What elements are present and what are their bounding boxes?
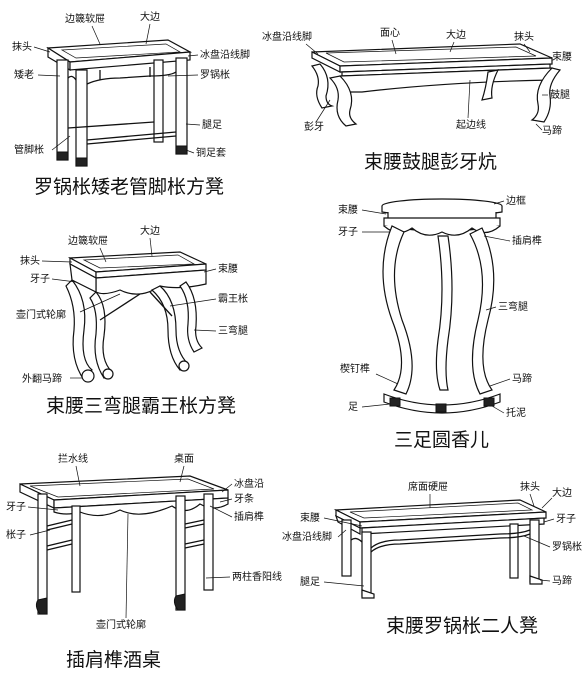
- label-tuoni: 托泥: [506, 406, 526, 419]
- label-hulun-3: 壶门式轮廓: [16, 308, 66, 321]
- label-ailao: 矮老: [14, 68, 34, 81]
- stool-3-drawing: [65, 251, 207, 383]
- label-shuyao-3: 束腰: [218, 263, 238, 275]
- label-shuyao-4: 束腰: [338, 204, 358, 216]
- label-binpanyan: 冰盘沿: [234, 477, 264, 490]
- label-binpan-1: 冰盘沿线脚: [200, 48, 250, 61]
- label-gutui: 鼓腿: [550, 88, 570, 101]
- label-hulun-5: 壶门式轮廓: [96, 618, 146, 631]
- label-tengruan-3: 边簚软屉: [68, 234, 108, 247]
- label-pengya: 彭牙: [304, 120, 324, 133]
- caption-6: 束腰罗锅枨二人凳: [386, 615, 538, 637]
- caption-3: 束腰三弯腿霸王枨方凳: [46, 395, 236, 417]
- stool-1-drawing: [46, 39, 193, 167]
- label-tuizu-1: 腿足: [202, 119, 222, 131]
- label-luoguo-1: 罗锅枨: [200, 68, 230, 81]
- wine-table-drawing: [19, 475, 229, 615]
- label-motou-2: 抹头: [514, 30, 534, 43]
- label-biankuang: 边框: [506, 194, 526, 207]
- label-chengzi: 枨子: [6, 528, 26, 541]
- label-lanshui: 拦水线: [58, 452, 88, 465]
- label-guanjiao: 管脚枨: [14, 143, 44, 156]
- kang-table-drawing: [310, 43, 562, 127]
- label-tengruan-1: 边簚软屉: [65, 12, 105, 25]
- caption-5: 插肩榫酒桌: [66, 649, 161, 671]
- label-bawang: 霸王枨: [218, 292, 248, 305]
- label-zhuomian: 桌面: [174, 452, 194, 465]
- label-qibian: 起边线: [456, 118, 486, 131]
- panel-kang-table: 冰盘沿线脚 面心 大边 抹头 束腰 鼓腿 彭牙 起边线 马蹄 束腰鼓腿彭牙炕: [262, 27, 572, 173]
- label-xiedingsun: 楔钉榫: [340, 362, 370, 375]
- label-dabian-3: 大边: [140, 224, 160, 237]
- panel-bench: 席面硬屉 抹头 大边 束腰 牙子 冰盘沿线脚 罗锅枨 腿足 马蹄 束腰罗锅枨二人…: [282, 480, 582, 637]
- label-shuyao-2: 束腰: [552, 51, 572, 63]
- label-ximian: 席面硬屉: [408, 480, 448, 493]
- label-sanwan-3: 三弯腿: [218, 324, 248, 337]
- caption-4: 三足圆香儿: [394, 429, 489, 451]
- label-mati-6: 马蹄: [552, 574, 572, 587]
- label-binpan-2: 冰盘沿线脚: [262, 30, 312, 43]
- label-binpan-6: 冰盘沿线脚: [282, 530, 332, 543]
- panel-square-stool-humpback: 边簚软屉 大边 抹头 冰盘沿线脚 矮老 罗锅枨 腿足 管脚枨 铜足套 罗锅枨矮老…: [12, 10, 250, 198]
- label-chajian-5: 插肩榫: [234, 510, 264, 523]
- label-tuizu-6: 腿足: [300, 576, 320, 588]
- label-yatiao: 牙条: [234, 492, 254, 505]
- label-chajian-4: 插肩榫: [512, 234, 542, 247]
- label-zu-4: 足: [348, 401, 358, 413]
- label-dabian-6: 大边: [552, 486, 572, 499]
- caption-1: 罗锅枨矮老管脚枨方凳: [34, 176, 224, 198]
- bench-drawing: [333, 499, 547, 599]
- panel-cabriole-stool: 边簚软屉 大边 抹头 牙子 束腰 壶门式轮廓 霸王枨 三弯腿 外翻马蹄 束腰三弯…: [16, 224, 248, 417]
- panel-wine-table: 拦水线 桌面 冰盘沿 牙条 牙子 插肩榫 枨子 两柱香阳线 壶门式轮廓 插肩榫酒…: [6, 452, 282, 671]
- label-shuyao-6: 束腰: [300, 512, 320, 524]
- label-mati-2: 马蹄: [542, 124, 562, 137]
- label-motou-3: 抹头: [20, 254, 40, 267]
- incense-stand-drawing: [381, 198, 503, 414]
- label-yazi-6: 牙子: [556, 513, 576, 525]
- caption-2: 束腰鼓腿彭牙炕: [364, 151, 497, 173]
- label-waifan: 外翻马蹄: [22, 372, 62, 385]
- label-tongzu: 铜足套: [196, 146, 226, 159]
- label-dabian-2: 大边: [446, 28, 466, 41]
- label-yazi-4: 牙子: [338, 226, 358, 238]
- label-motou-1: 抹头: [12, 40, 32, 53]
- label-liangzhu: 两柱香阳线: [232, 570, 282, 583]
- label-dabian-1: 大边: [140, 10, 160, 23]
- label-motou-6: 抹头: [520, 480, 540, 493]
- label-yazi-5: 牙子: [6, 501, 26, 513]
- label-sanwan-4: 三弯腿: [498, 300, 528, 313]
- label-mianxin: 面心: [380, 27, 400, 39]
- label-mati-4: 马蹄: [512, 372, 532, 385]
- label-luoguo-6: 罗锅枨: [552, 540, 582, 553]
- label-yazi-3: 牙子: [30, 273, 50, 285]
- panel-incense-stand: 束腰 边框 牙子 插肩榫 三弯腿 楔钉榫 马蹄 足 托泥 三足圆香儿: [338, 194, 542, 451]
